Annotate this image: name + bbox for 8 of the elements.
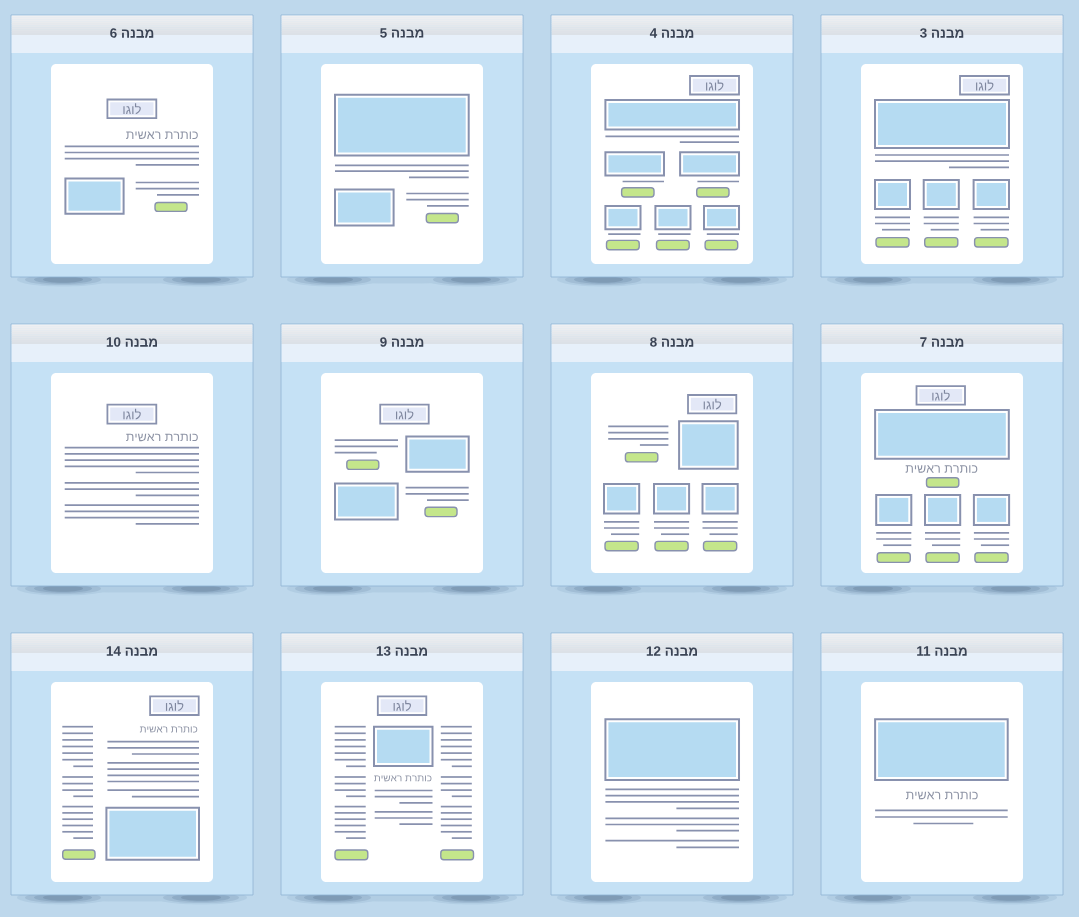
placeholder-box: לוגו bbox=[959, 75, 1010, 96]
placeholder-box: לוגו bbox=[376, 695, 428, 716]
placeholder-box: לוגו bbox=[106, 403, 158, 425]
placeholder-box: לוגו bbox=[149, 695, 200, 716]
placeholder-box: לוגו bbox=[687, 394, 738, 415]
placeholder-box: לוגו bbox=[106, 98, 158, 119]
placeholder-box: לוגו bbox=[379, 403, 430, 425]
placeholder-box: לוגו bbox=[689, 75, 740, 96]
